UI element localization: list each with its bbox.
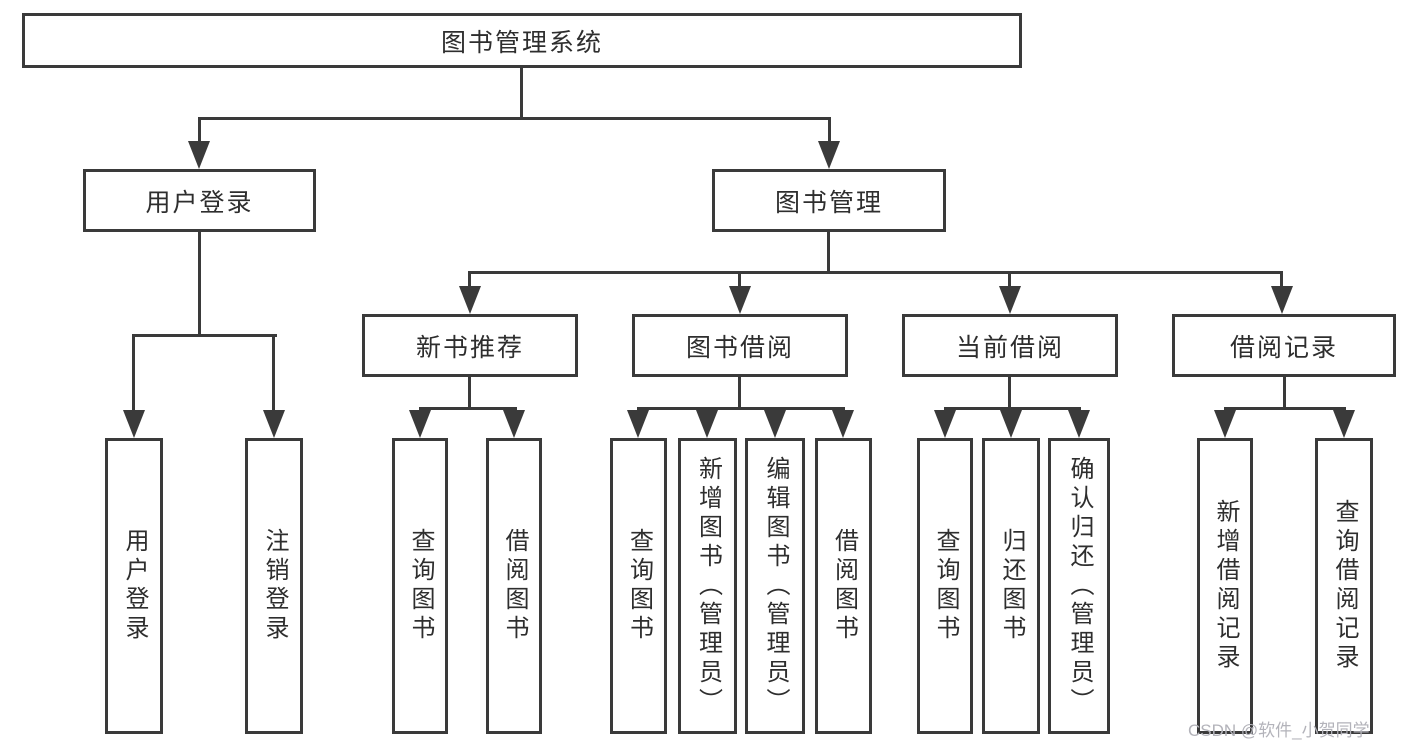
leaf-query-books-current: 查询图书 [917,438,973,734]
arrow-down-icon [627,410,649,438]
arrow-down-icon [1068,410,1090,438]
connector-line [132,334,135,412]
leaf-label: 用户登录 [121,528,148,644]
node-library-system-root: 图书管理系统 [22,13,1022,68]
node-label: 图书管理 [774,188,883,217]
node-label: 用户登录 [145,188,254,217]
leaf-borrow-books-recommend: 借阅图书 [486,438,542,734]
node-book-management: 图书管理 [712,169,946,232]
arrow-down-icon [999,286,1021,314]
connector-line [419,407,517,410]
leaf-logout: 注销登录 [245,438,303,734]
node-book-borrowing: 图书借阅 [632,314,848,377]
connector-line [468,271,1283,274]
arrow-down-icon [832,410,854,438]
leaf-label: 确认归还（管理员） [1066,455,1093,717]
connector-line [468,377,471,410]
arrow-down-icon [1333,410,1355,438]
arrow-down-icon [1214,410,1236,438]
connector-line [1283,377,1286,410]
leaf-label: 新增借阅记录 [1212,499,1239,673]
node-label: 当前借阅 [955,333,1064,362]
node-label: 图书借阅 [685,333,794,362]
connector-line [272,334,275,412]
connector-line [198,232,201,337]
arrow-down-icon [188,141,210,169]
connector-line [132,334,277,337]
leaf-query-books-borrowing: 查询图书 [610,438,667,734]
leaf-label: 查询借阅记录 [1331,499,1358,673]
leaf-query-books-recommend: 查询图书 [392,438,448,734]
connector-line [520,68,523,119]
leaf-confirm-return-admin: 确认归还（管理员） [1048,438,1110,734]
arrow-down-icon [764,410,786,438]
arrow-down-icon [459,286,481,314]
connector-line [468,271,471,289]
leaf-label: 归还图书 [998,528,1025,644]
arrow-down-icon [1000,410,1022,438]
arrow-down-icon [818,141,840,169]
connector-line [738,377,741,410]
node-current-borrowing: 当前借阅 [902,314,1118,377]
connector-line [637,407,845,410]
connector-line [828,117,831,143]
connector-line [1224,407,1346,410]
leaf-label: 注销登录 [261,528,288,644]
leaf-label: 借阅图书 [501,528,528,644]
connector-line [198,117,201,143]
node-label: 借阅记录 [1229,333,1338,362]
leaf-user-login: 用户登录 [105,438,163,734]
node-borrow-records: 借阅记录 [1172,314,1396,377]
leaf-borrow-books-borrowing: 借阅图书 [815,438,872,734]
leaf-label: 查询图书 [407,528,434,644]
leaf-query-borrow-record: 查询借阅记录 [1315,438,1373,734]
arrow-down-icon [1271,286,1293,314]
arrow-down-icon [123,410,145,438]
leaf-label: 查询图书 [932,528,959,644]
connector-line [1280,271,1283,289]
leaf-add-book-admin: 新增图书（管理员） [678,438,737,734]
node-label: 新书推荐 [415,333,524,362]
node-user-login: 用户登录 [83,169,316,232]
leaf-label: 编辑图书（管理员） [762,455,789,717]
leaf-label: 借阅图书 [830,528,858,644]
node-label: 图书管理系统 [440,28,603,57]
connector-line [738,271,741,289]
arrow-down-icon [729,286,751,314]
arrow-down-icon [263,410,285,438]
arrow-down-icon [696,410,718,438]
arrow-down-icon [503,410,525,438]
watermark-text: CSDN @软件_小贺同学 [1188,721,1370,740]
leaf-add-borrow-record: 新增借阅记录 [1197,438,1253,734]
connector-line [1008,377,1011,410]
leaf-label: 新增图书（管理员） [694,455,722,717]
node-new-book-recommend: 新书推荐 [362,314,578,377]
connector-line [944,407,1081,410]
arrow-down-icon [409,410,431,438]
connector-line [198,117,831,120]
arrow-down-icon [934,410,956,438]
leaf-edit-book-admin: 编辑图书（管理员） [745,438,805,734]
connector-line [1008,271,1011,289]
leaf-return-book: 归还图书 [982,438,1040,734]
connector-line [827,232,830,274]
leaf-label: 查询图书 [625,528,653,644]
